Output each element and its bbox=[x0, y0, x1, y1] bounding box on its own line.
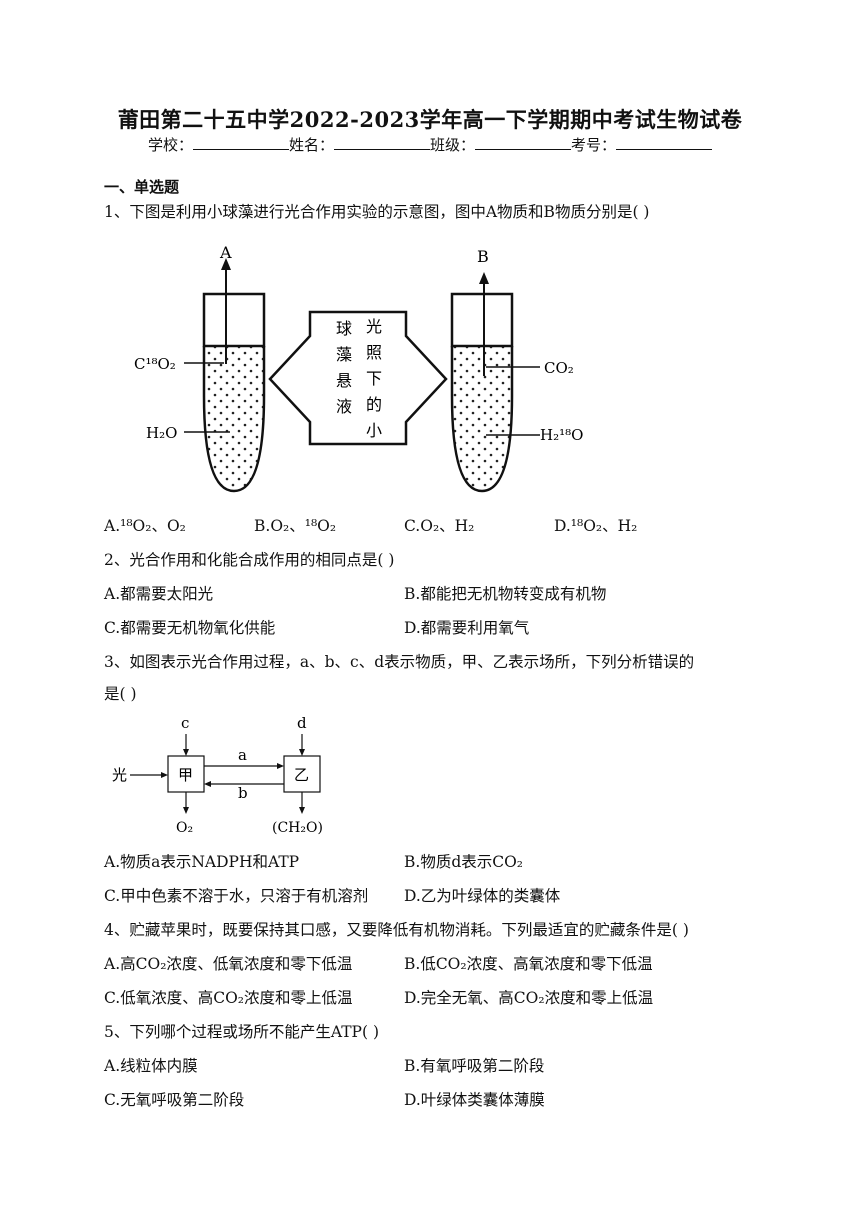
q5-stem: 5、下列哪个过程或场所不能产生ATP( ) bbox=[104, 1023, 379, 1041]
number-label: 考号： bbox=[571, 136, 617, 154]
q1-figure: A C¹⁸O₂ H₂O 球 藻 悬 液 光 照 下 的 小 B CO₂ H₂¹⁸… bbox=[134, 243, 583, 493]
school-blank[interactable] bbox=[192, 135, 289, 150]
box2-label: 乙 bbox=[294, 766, 309, 784]
q3-figure: 光 甲 乙 c d a b O₂ (CH₂O) bbox=[112, 714, 323, 836]
q2-stem: 2、光合作用和化能合成作用的相同点是( ) bbox=[104, 551, 395, 569]
q4-option-c[interactable]: C.低氧浓度、高CO₂浓度和零上低温 bbox=[104, 989, 353, 1007]
name-blank[interactable] bbox=[334, 135, 430, 150]
arrow-col1-2: 照 bbox=[366, 343, 382, 362]
q2-option-b[interactable]: B.都能把无机物转变成有机物 bbox=[404, 585, 607, 603]
o2-label: O₂ bbox=[176, 820, 193, 836]
q3-option-d[interactable]: D.乙为叶绿体的类囊体 bbox=[404, 887, 561, 905]
box1-label: 甲 bbox=[178, 766, 193, 784]
q3-option-a[interactable]: A.物质a表示NADPH和ATP bbox=[104, 853, 300, 871]
arrow-col1-5: 小 bbox=[366, 421, 382, 440]
arrow-col2-4: 液 bbox=[336, 397, 352, 416]
a-label: a bbox=[238, 746, 247, 764]
school-label: 学校： bbox=[147, 136, 193, 154]
left-top-label: C¹⁸O₂ bbox=[134, 355, 176, 373]
student-info-line: 学校： 姓名： 班级： 考号： bbox=[0, 134, 860, 155]
q5-option-a[interactable]: A.线粒体内膜 bbox=[104, 1057, 198, 1075]
q5-option-d[interactable]: D.叶绿体类囊体薄膜 bbox=[404, 1091, 545, 1109]
q3-option-c[interactable]: C.甲中色素不溶于水，只溶于有机溶剂 bbox=[104, 887, 369, 905]
arrow-col1-4: 的 bbox=[366, 395, 382, 414]
q1-option-c[interactable]: C.O₂、H₂ bbox=[404, 517, 475, 535]
q2-option-a[interactable]: A.都需要太阳光 bbox=[104, 585, 214, 603]
arrow-col2-2: 藻 bbox=[336, 345, 352, 364]
b-label: b bbox=[238, 784, 248, 802]
arrow-col1-1: 光 bbox=[366, 317, 382, 336]
double-arrow bbox=[268, 310, 448, 446]
right-test-tube bbox=[450, 272, 540, 493]
q1-option-b[interactable]: B.O₂、¹⁸O₂ bbox=[254, 517, 337, 535]
left-test-tube bbox=[184, 258, 266, 493]
right-bottom-label: H₂¹⁸O bbox=[540, 426, 583, 444]
class-blank[interactable] bbox=[475, 135, 572, 150]
arrow-col1-3: 下 bbox=[366, 369, 382, 388]
right-top-label: CO₂ bbox=[544, 359, 574, 377]
left-bottom-label: H₂O bbox=[146, 424, 177, 442]
q3-stem-line1: 3、如图表示光合作用过程，a、b、c、d表示物质，甲、乙表示场所，下列分析错误的 bbox=[104, 653, 695, 671]
q5-option-b[interactable]: B.有氧呼吸第二阶段 bbox=[404, 1057, 545, 1075]
section-heading: 一、单选题 bbox=[104, 178, 180, 196]
c-label: c bbox=[181, 714, 189, 732]
q4-stem: 4、贮藏苹果时，既要保持其口感，又要降低有机物消耗。下列最适宜的贮藏条件是( ) bbox=[104, 921, 689, 939]
q1-option-a[interactable]: A.¹⁸O₂、O₂ bbox=[104, 517, 186, 535]
exam-title: 莆田第二十五中学2022-2023学年高一下学期期中考试生物试卷 bbox=[117, 107, 743, 132]
class-label: 班级： bbox=[430, 136, 476, 154]
q4-option-d[interactable]: D.完全无氧、高CO₂浓度和零上低温 bbox=[404, 989, 654, 1007]
q2-option-c[interactable]: C.都需要无机物氧化供能 bbox=[104, 619, 276, 637]
name-label: 姓名： bbox=[288, 136, 334, 154]
q3-stem-line2: 是( ) bbox=[104, 685, 137, 703]
q2-option-d[interactable]: D.都需要利用氧气 bbox=[404, 619, 530, 637]
number-blank[interactable] bbox=[616, 135, 713, 150]
q1-stem: 1、下图是利用小球藻进行光合作用实验的示意图，图中A物质和B物质分别是( ) bbox=[104, 203, 650, 221]
q5-option-c[interactable]: C.无氧呼吸第二阶段 bbox=[104, 1091, 245, 1109]
q4-option-a[interactable]: A.高CO₂浓度、低氧浓度和零下低温 bbox=[104, 955, 353, 973]
label-a: A bbox=[219, 243, 232, 262]
q4-option-b[interactable]: B.低CO₂浓度、高氧浓度和零下低温 bbox=[404, 955, 653, 973]
label-b: B bbox=[477, 247, 489, 266]
d-label: d bbox=[297, 714, 307, 732]
q1-option-d[interactable]: D.¹⁸O₂、H₂ bbox=[554, 517, 638, 535]
light-label: 光 bbox=[112, 766, 127, 784]
ch2o-label: (CH₂O) bbox=[272, 820, 323, 836]
arrow-col2-1: 球 bbox=[336, 319, 352, 338]
arrow-col2-3: 悬 bbox=[336, 371, 352, 390]
q3-option-b[interactable]: B.物质d表示CO₂ bbox=[404, 853, 524, 871]
